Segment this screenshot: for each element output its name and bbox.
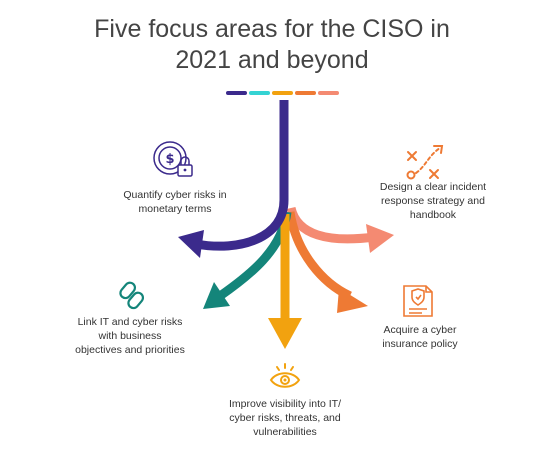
color-strip-amber bbox=[272, 91, 293, 95]
label-improve-line-1: Improve visibility into IT/ bbox=[228, 398, 342, 410]
label-design: Design a clear incident response strateg… bbox=[362, 180, 504, 222]
insurance-document-icon bbox=[403, 285, 433, 317]
label-improve-line-3: vulnerabilities bbox=[253, 426, 317, 438]
label-improve: Improve visibility into IT/ cyber risks,… bbox=[200, 397, 370, 439]
title-line-2: 2021 and beyond bbox=[175, 46, 369, 74]
color-strip-purple bbox=[226, 91, 247, 95]
label-link-line-3: objectives and priorities bbox=[75, 344, 185, 356]
arrow-quantify bbox=[195, 100, 289, 251]
label-quantify: Quantify cyber risks in monetary terms bbox=[112, 188, 238, 216]
color-strip bbox=[226, 91, 339, 95]
diagram-title: Five focus areas for the CISO in 2021 an… bbox=[0, 14, 544, 76]
label-design-line-1: Design a clear incident bbox=[379, 181, 487, 193]
arrow-acquire-head bbox=[337, 288, 368, 313]
color-strip-cyan bbox=[249, 91, 270, 95]
eye-icon bbox=[269, 363, 301, 388]
arrows bbox=[178, 100, 394, 349]
label-quantify-line-2: monetary terms bbox=[138, 203, 212, 215]
label-acquire-line-1: Acquire a cyber bbox=[383, 324, 457, 336]
label-acquire: Acquire a cyber insurance policy bbox=[372, 323, 468, 351]
label-link-line-2: with business bbox=[98, 330, 162, 342]
svg-text:$: $ bbox=[165, 152, 174, 167]
chain-link-icon bbox=[119, 281, 145, 310]
label-acquire-line-2: insurance policy bbox=[382, 338, 458, 350]
label-design-line-2: response strategy and bbox=[381, 195, 485, 207]
color-strip-salmon bbox=[318, 91, 339, 95]
title-line-1: Five focus areas for the CISO in bbox=[94, 15, 450, 43]
label-design-line-3: handbook bbox=[409, 209, 457, 221]
arrow-link-head bbox=[203, 282, 230, 309]
arrow-improve-head bbox=[268, 318, 302, 349]
arrow-design-head bbox=[366, 224, 394, 253]
color-strip-orange bbox=[295, 91, 316, 95]
arrow-quantify-head bbox=[178, 230, 204, 258]
label-link-line-1: Link IT and cyber risks bbox=[77, 316, 183, 328]
label-improve-line-2: cyber risks, threats, and bbox=[229, 412, 341, 424]
dollar-lock-icon: $ bbox=[153, 141, 193, 177]
label-link: Link IT and cyber risks with business ob… bbox=[60, 315, 200, 357]
strategy-play-icon bbox=[406, 145, 444, 180]
label-quantify-line-1: Quantify cyber risks in bbox=[123, 189, 227, 201]
